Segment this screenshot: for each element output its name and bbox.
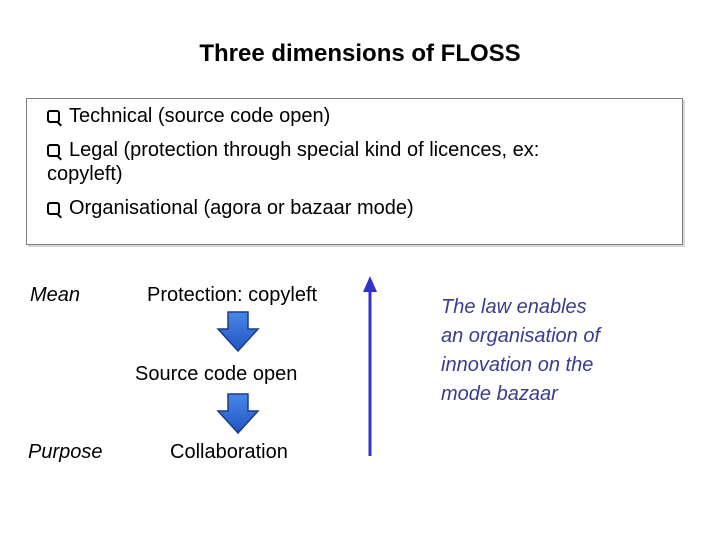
step-source-code: Source code open: [135, 363, 298, 385]
down-arrow-icon: [216, 311, 260, 353]
bullet-legal-text: Legal (protection through special kind o…: [69, 139, 540, 161]
law-note: The law enables an organisation of innov…: [441, 293, 671, 409]
slide-title: Three dimensions of FLOSS: [199, 40, 521, 67]
checkbox-bullet-icon: [47, 110, 60, 123]
note-line: The law enables: [441, 296, 587, 318]
bullet-organisational-text: Organisational (agora or bazaar mode): [69, 197, 414, 219]
step-protection: Protection: copyleft: [147, 284, 318, 306]
mean-label: Mean: [30, 284, 81, 306]
bullet-legal: Legal (protection through special kind o…: [47, 138, 539, 162]
bullet-legal-continuation: copyleft): [47, 163, 123, 185]
purpose-label: Purpose: [28, 441, 103, 463]
down-arrow-icon: [216, 393, 260, 435]
note-line: an organisation of: [441, 325, 601, 347]
bullet-technical: Technical (source code open): [47, 104, 330, 128]
note-line: mode bazaar: [441, 383, 558, 405]
step-collaboration: Collaboration: [170, 441, 288, 463]
note-line: innovation on the: [441, 354, 594, 376]
checkbox-bullet-icon: [47, 202, 60, 215]
dimensions-box: [26, 98, 683, 245]
up-arrow-icon: [363, 276, 377, 456]
bullet-organisational: Organisational (agora or bazaar mode): [47, 196, 414, 220]
bullet-technical-text: Technical (source code open): [69, 105, 331, 127]
checkbox-bullet-icon: [47, 144, 60, 157]
